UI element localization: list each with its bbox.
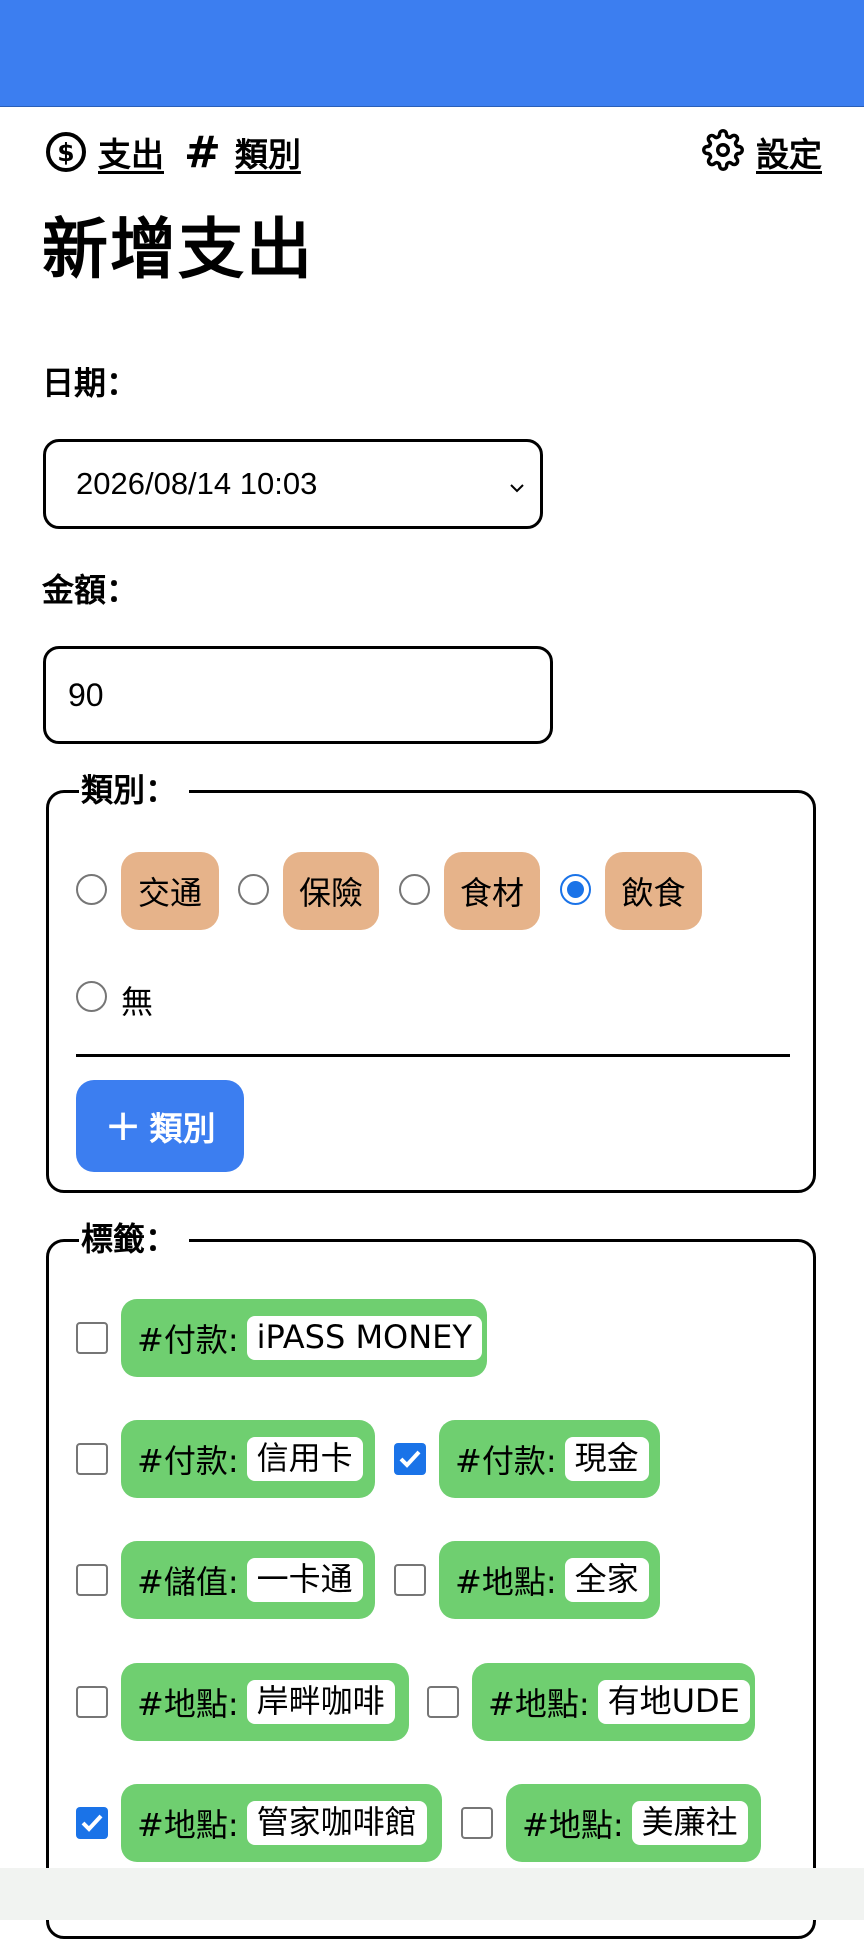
- tag-pill-easycard[interactable]: #儲值: 一卡通: [121, 1541, 375, 1619]
- tag-pill-cash[interactable]: #付款: 現金: [439, 1420, 660, 1498]
- category-fieldset: 類別： 交通 保險 食材 飲食 無 + 類別: [46, 765, 816, 1193]
- tag-value: iPASS MONEY: [246, 1316, 482, 1360]
- tag-value: 美廉社: [631, 1801, 748, 1845]
- tags-fieldset: 標籤： #付款: iPASS MONEY #付款: 信用卡 #付款: 現金 #儲…: [46, 1214, 816, 1939]
- amount-input[interactable]: [43, 646, 553, 744]
- tag-pill-butler-cafe[interactable]: #地點: 管家咖啡館: [121, 1784, 442, 1862]
- tag-checkbox-easycard[interactable]: [76, 1564, 108, 1596]
- category-radio-insurance[interactable]: [238, 874, 269, 905]
- tag-prefix: #地點:: [522, 1806, 624, 1844]
- date-label: 日期：: [42, 364, 139, 402]
- checkmark-icon: [399, 1450, 421, 1468]
- category-radio-none[interactable]: [76, 981, 107, 1012]
- tag-value: 岸畔咖啡: [246, 1680, 395, 1724]
- tag-pill-ipass[interactable]: #付款: iPASS MONEY: [121, 1299, 487, 1377]
- tag-value: 管家咖啡館: [246, 1801, 427, 1845]
- settings-nav: 設定: [702, 128, 822, 176]
- tag-prefix: #地點:: [488, 1685, 590, 1723]
- add-category-button[interactable]: + 類別: [76, 1080, 244, 1172]
- tag-pill-familymart[interactable]: #地點: 全家: [439, 1541, 660, 1619]
- tag-checkbox-butler-cafe[interactable]: [76, 1807, 108, 1839]
- tag-checkbox-ipass[interactable]: [76, 1322, 108, 1354]
- chevron-down-icon: [510, 484, 524, 493]
- nav-settings-link[interactable]: 設定: [756, 135, 822, 174]
- svg-text:$: $: [57, 138, 74, 167]
- nav-expense-link[interactable]: 支出: [98, 135, 164, 174]
- category-label-none[interactable]: 無: [121, 983, 154, 1021]
- hash-icon: #: [184, 126, 221, 178]
- tag-prefix: #地點:: [137, 1685, 239, 1723]
- tag-checkbox-cash[interactable]: [394, 1443, 426, 1475]
- plus-icon: +: [104, 1100, 142, 1151]
- category-pill-traffic[interactable]: 交通: [121, 852, 219, 930]
- category-divider: [76, 1054, 790, 1057]
- tags-legend: 標籤：: [79, 1214, 190, 1260]
- tag-prefix: #地點:: [455, 1563, 557, 1601]
- page-title: 新增支出: [42, 211, 314, 288]
- tag-checkbox-familymart[interactable]: [394, 1564, 426, 1596]
- date-select[interactable]: 2026/08/14 10:03: [43, 439, 543, 529]
- tag-value: 全家: [564, 1558, 649, 1602]
- tag-checkbox-ude[interactable]: [427, 1686, 459, 1718]
- tag-prefix: #付款:: [455, 1442, 557, 1480]
- top-app-bar: [0, 0, 864, 107]
- tag-value: 信用卡: [246, 1437, 363, 1481]
- tag-prefix: #付款:: [137, 1442, 239, 1480]
- tag-value: 現金: [564, 1437, 649, 1481]
- bottom-bar: [0, 1868, 864, 1920]
- gear-icon[interactable]: [702, 129, 744, 175]
- category-radio-traffic[interactable]: [76, 874, 107, 905]
- tag-pill-anpan-cafe[interactable]: #地點: 岸畔咖啡: [121, 1663, 409, 1741]
- nav-category-link[interactable]: 類別: [234, 135, 301, 174]
- tag-value: 一卡通: [246, 1558, 363, 1602]
- category-pill-dining[interactable]: 飲食: [605, 852, 702, 930]
- tag-prefix: #付款:: [137, 1321, 239, 1359]
- tag-checkbox-anpan-cafe[interactable]: [76, 1686, 108, 1718]
- category-pill-insurance[interactable]: 保險: [283, 852, 379, 930]
- tag-prefix: #儲值:: [137, 1563, 239, 1601]
- category-radio-dining[interactable]: [560, 874, 591, 905]
- tag-pill-ude[interactable]: #地點: 有地UDE: [472, 1663, 755, 1741]
- add-category-label: 類別: [149, 1109, 216, 1148]
- tag-pill-credit-card[interactable]: #付款: 信用卡: [121, 1420, 375, 1498]
- amount-label: 金額：: [42, 571, 139, 609]
- checkmark-icon: [81, 1814, 103, 1832]
- category-pill-groceries[interactable]: 食材: [444, 852, 540, 930]
- tag-checkbox-simplemart[interactable]: [461, 1807, 493, 1839]
- tag-prefix: #地點:: [137, 1806, 239, 1844]
- tag-pill-simplemart[interactable]: #地點: 美廉社: [506, 1784, 761, 1862]
- top-nav: $ 支出 # 類別: [44, 126, 301, 178]
- date-value: 2026/08/14 10:03: [76, 466, 318, 501]
- category-legend: 類別：: [79, 765, 190, 811]
- category-radio-groceries[interactable]: [399, 874, 430, 905]
- tag-checkbox-credit-card[interactable]: [76, 1443, 108, 1475]
- dollar-circle-icon[interactable]: $: [44, 130, 88, 174]
- tag-value: 有地UDE: [597, 1680, 750, 1724]
